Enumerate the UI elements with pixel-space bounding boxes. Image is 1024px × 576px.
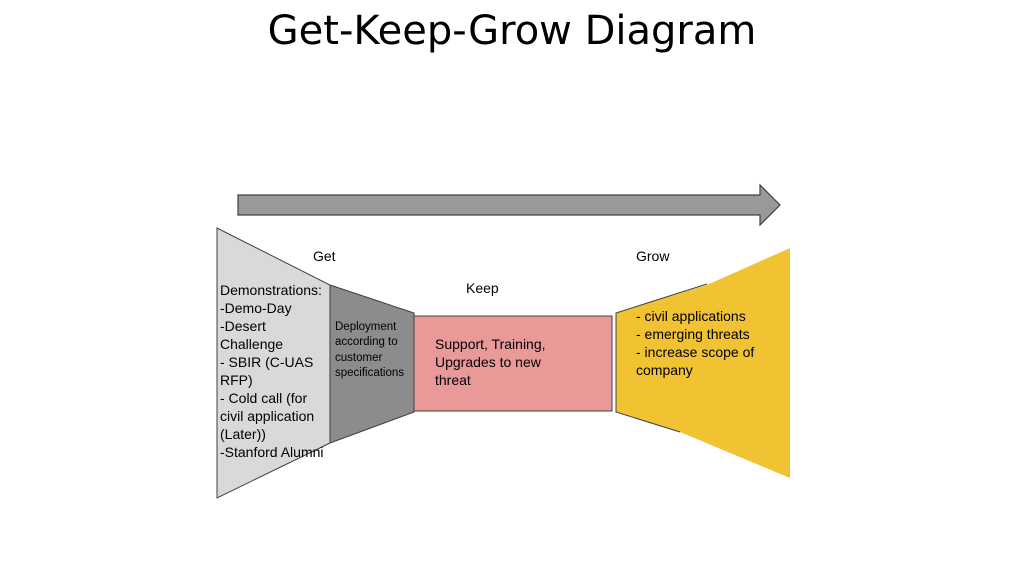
get-line: (Later)) [220,426,266,443]
grow-line: - emerging threats [636,326,750,343]
deploy-funnel-shape [329,284,415,444]
grow-box-text: - civil applications - emerging threats … [636,307,754,379]
get-line: civil application [220,408,315,425]
keep-line: Support, Training, [435,336,546,352]
deploy-line: according to [335,336,398,349]
grow-line: company [636,362,693,379]
get-line: -Demo-Day [220,300,292,317]
get-line: -Stanford Alumni [220,444,324,461]
deploy-line: specifications [335,367,405,380]
stage-label-keep: Keep [466,280,499,296]
progress-arrow [237,183,781,227]
stage-label-grow: Grow [636,248,670,264]
get-line: Demonstrations: [220,282,322,298]
grow-line: - increase scope of [636,344,755,361]
get-line: Challenge [220,336,284,353]
get-box-text: Demonstrations: -Demo-Day -Desert Challe… [220,281,324,461]
keep-box-text: Support, Training, Upgrades to new threa… [435,335,546,389]
get-line: -Desert [220,318,266,335]
keep-line: threat [435,372,471,389]
stage-label-get: Get [313,248,336,264]
deploy-box-text: Deployment according to customer specifi… [335,320,404,382]
deploy-line: customer [335,351,383,364]
grow-line: - civil applications [636,308,746,324]
page-title: Get-Keep-Grow Diagram [267,8,757,54]
get-line: - SBIR (C-UAS [220,354,314,371]
get-line: RFP) [220,372,253,389]
keep-line: Upgrades to new [435,354,541,371]
keep-box-shape [413,315,613,412]
grow-funnel-outline [615,283,708,433]
deploy-line: Deployment [335,321,397,333]
grow-funnel-shape [616,248,790,478]
get-line: - Cold call (for [220,390,308,407]
